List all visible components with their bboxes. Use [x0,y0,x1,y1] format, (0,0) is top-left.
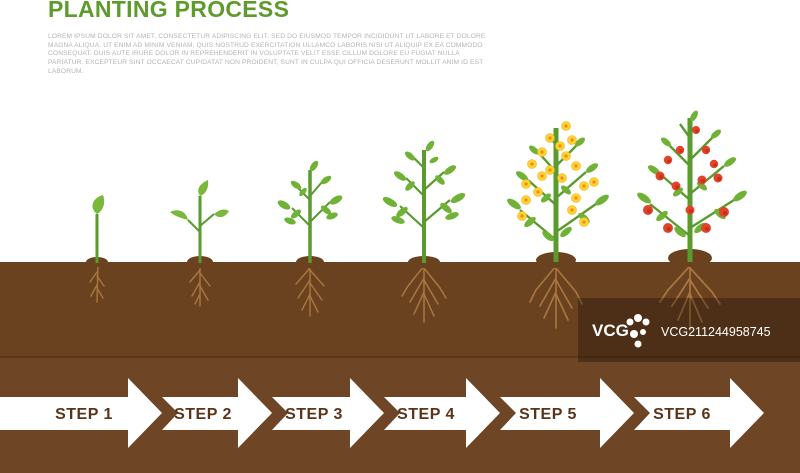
leaves [637,110,747,238]
soil-divider [0,356,800,358]
arrow-step-4 [384,378,500,448]
plant-step-5 [507,121,609,329]
leaf [198,180,209,196]
step-5-label: STEP 5 [519,406,577,423]
plant-step-4 [382,140,466,323]
leaf [214,209,229,218]
leaf [92,195,105,214]
flowers [517,121,599,227]
description-text: LOREM IPSUM DOLOR SIT AMET, CONSECTETUR … [48,33,486,75]
step-labels: STEP 1 STEP 2 STEP 3 STEP 4 STEP 5 STEP … [55,406,711,423]
watermark-band [578,298,800,362]
tomatoes [643,126,729,233]
watermark: VCG VCG211244958745 [578,298,800,362]
roots [189,261,211,307]
plant-step-2 [170,180,229,307]
roots [401,261,447,323]
page-title: PLANTING PROCESS [48,0,290,22]
arrow-step-5 [500,378,634,448]
step-1-label: STEP 1 [55,406,113,423]
step-6-label: STEP 6 [653,406,711,423]
roots [89,261,105,303]
roots [529,261,583,329]
watermark-text: VCG211244958745 [661,325,771,339]
arrow-step-1 [0,378,162,448]
plant-step-3 [277,160,343,317]
step-arrows [0,378,764,448]
leaves [507,137,609,242]
leaves [382,140,466,224]
arrow-step-3 [272,378,384,448]
leaves [277,160,343,225]
plant-step-1 [86,195,108,303]
leaf [170,210,188,220]
step-3-label: STEP 3 [285,406,343,423]
step-4-label: STEP 4 [397,406,455,423]
soil-upper [0,262,800,358]
arrow-step-2 [162,378,272,448]
roots [659,261,721,331]
roots [295,261,325,317]
plant-step-6 [637,110,747,331]
watermark-logo-icon [626,314,650,348]
step-2-label: STEP 2 [174,406,232,423]
watermark-logo-text: VCG [592,321,629,340]
arrow-step-6 [634,378,764,448]
